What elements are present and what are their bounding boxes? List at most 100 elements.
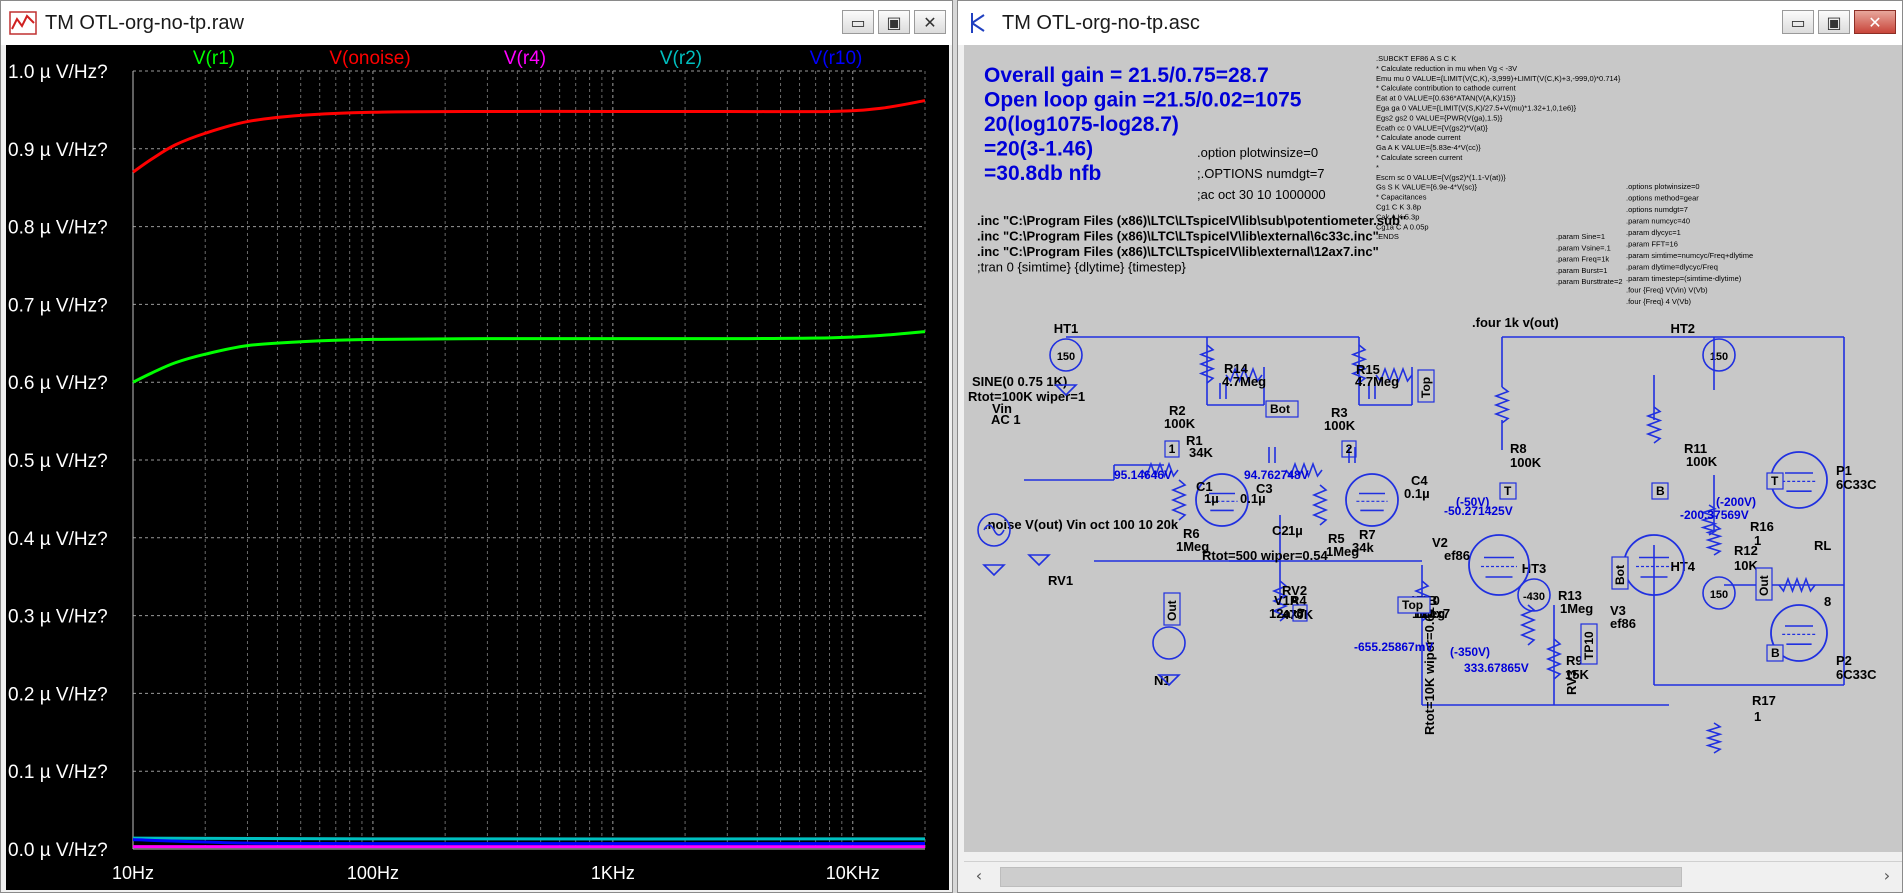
tube-label: V2 [1432,535,1448,550]
resistor-r14-icon [1225,366,1263,384]
tube-label: V3 [1610,603,1626,618]
tube-v1b-icon [1345,473,1399,527]
pot-label: RV2 [1282,583,1307,598]
scroll-right-icon[interactable]: › [1883,866,1891,885]
waveform-restore-button[interactable]: ▣ [878,10,910,34]
subckt-line: Eat at 0 VALUE={0.636*ATAN(V(A,K)/15)} [1376,94,1516,103]
node-voltage: 94.762748V [1244,468,1309,482]
four-directive: .four 1k v(out) [1472,315,1559,330]
expected-voltage: (-200V) [1716,495,1756,509]
y-tick-label: 0.9 µ V/Hz? [8,140,108,161]
noise-directive: .noise V(out) Vin oct 100 10 20k [984,517,1179,532]
resistor-value: 34K [1189,445,1213,460]
capacitor-value: 0.1µ [1404,486,1430,501]
schematic-titlebar[interactable]: TM OTL-org-no-tp.asc ▭ ▣ ✕ [958,1,1902,45]
legend-entry[interactable]: V(r2) [660,48,702,69]
param-line: .param FFT=16 [1626,240,1678,249]
source-spec: Rtot=100K wiper=1 [968,389,1085,404]
ht-value: 150 [1710,351,1728,363]
schematic-close-button[interactable]: ✕ [1854,10,1896,34]
pot-label: RV1 [1048,573,1073,588]
y-tick-label: 0.3 µ V/Hz? [8,607,108,628]
tube-p2-icon [1770,604,1828,662]
subckt-line: * Calculate screen current [1376,153,1463,162]
waveform-titlebar[interactable]: TM OTL-org-no-tp.raw ▭ ▣ ✕ [1,1,952,45]
ground-icon [982,564,1006,577]
capacitor-label: C2 [1272,523,1289,538]
legend-entry[interactable]: V(r1) [193,48,235,69]
resistor-value: 1 [1754,709,1761,724]
waveform-minimize-button[interactable]: ▭ [842,10,874,34]
subckt-line: Ecath cc 0 VALUE={V(gs2)*V(at)} [1376,123,1488,132]
param-line: .param dlycyc=1 [1626,228,1681,237]
resistor-label: R7 [1359,527,1376,542]
resistor-r2-icon [1198,344,1216,384]
node-number: 2 [1346,442,1353,456]
y-tick-label: 0.5 µ V/Hz? [8,451,108,472]
net-label-flag: B [1766,644,1784,662]
subckt-line: Gs S K VALUE={6.9e-4*V(sc)} [1376,183,1477,192]
ht-label: HT3 [1522,561,1547,576]
net-label-box [1163,592,1181,626]
param-line: .param Freq=1k [1556,255,1609,264]
net-label-text: B [1656,484,1665,498]
y-tick-label: 1.0 µ V/Hz? [8,62,108,83]
ht-value: 150 [1057,351,1075,363]
waveform-close-button[interactable]: ✕ [914,10,946,34]
resistor-value: 1Meg [1176,539,1209,554]
resistor-r3-icon [1350,344,1368,384]
source-spec: SINE(0 0.75 1K) [972,374,1067,389]
waveform-app-icon [9,11,37,35]
schematic-restore-button[interactable]: ▣ [1818,10,1850,34]
noise-chart[interactable]: 1.0 µ V/Hz?0.9 µ V/Hz?0.8 µ V/Hz?0.7 µ V… [6,45,949,890]
node-voltage: 95.14646V [1114,468,1172,482]
net-label-flag: B [1651,482,1669,500]
resistor-r17-icon [1705,722,1723,754]
series-line-vr1 [132,330,926,384]
subckt-line: * Capacitances [1376,193,1427,202]
legend-entry[interactable]: V(r4) [504,48,546,69]
scrollbar-thumb[interactable] [1000,867,1682,887]
param-line: .param dlytime=dlycyc/Freq [1626,263,1718,272]
legend-entry[interactable]: V(r10) [810,48,863,69]
y-tick-label: 0.2 µ V/Hz? [8,684,108,705]
rl-label: RL [1814,538,1831,553]
spice-option: .option plotwinsize=0 [1197,145,1318,160]
param-line: .param simtime=numcyc/Freq+dlytime [1626,251,1753,260]
net-label-box [1417,369,1435,403]
resistor-value: 100K [1164,416,1196,431]
gain-note: =30.8db nfb [984,162,1101,185]
resistor-rl-icon [1778,576,1816,594]
subckt-line: Cak A K 5.3p [1376,212,1419,221]
subckt-line: * Calculate contribution to cathode curr… [1376,84,1517,93]
resistor-value: 100K [1510,455,1542,470]
subckt-line: Ega ga 0 VALUE={LIMIT(V(S,K)/27.5+V(mu)*… [1376,104,1577,113]
tube-v2-icon [1468,534,1530,596]
waveform-window: TM OTL-org-no-tp.raw ▭ ▣ ✕ 1.0 µ V/Hz? 0.… [0,0,953,893]
schematic-window: TM OTL-org-no-tp.asc ▭ ▣ ✕ Overall gain … [957,0,1903,893]
resistor-r12-icon [1700,504,1718,536]
net-label-text: TP10 [1582,631,1596,660]
resistor-label: R9 [1566,653,1583,668]
scroll-left-icon[interactable]: ‹ [975,866,983,885]
tube-type: ef86 [1444,548,1470,563]
schematic-minimize-button[interactable]: ▭ [1782,10,1814,34]
net-label-flag: Out [1163,592,1181,626]
resistor-label: R3 [1331,405,1348,420]
node-number: 1 [1169,442,1176,456]
horizontal-scrollbar[interactable]: ‹ › [964,861,1902,892]
node-number: 3 [1297,606,1304,620]
resistor-r8-icon [1493,386,1511,424]
legend-entry[interactable]: V(onoise) [329,48,410,69]
resistor-label: R6 [1183,526,1200,541]
net-label-flag: TP10 [1580,623,1598,665]
param-line: .four {Freq} 4 V(Vb) [1626,297,1692,306]
x-tick-label: 10Hz [112,863,154,883]
net-label-text: Out [1165,600,1179,621]
waveform-plot-pane[interactable]: 1.0 µ V/Hz?0.9 µ V/Hz?0.8 µ V/Hz?0.7 µ V… [6,45,949,890]
resistor-value: 1Meg [1560,601,1593,616]
param-line: .param Sine=1 [1556,232,1605,241]
resistor-value: 4.7Meg [1355,374,1399,389]
